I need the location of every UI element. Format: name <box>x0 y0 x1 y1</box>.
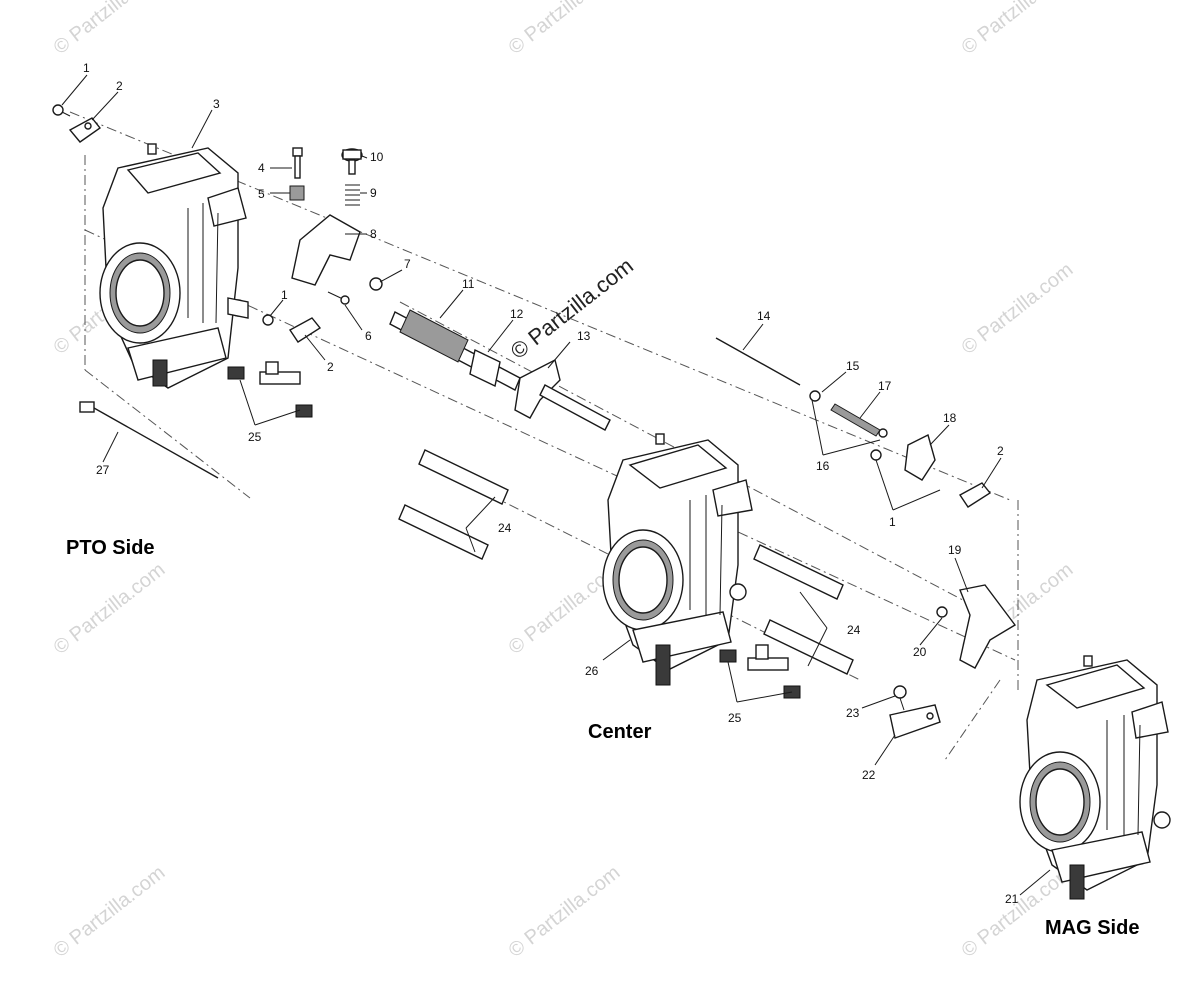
clip-part-2-right <box>958 482 992 508</box>
callout-number: 23 <box>846 706 860 720</box>
hose-part-24-left <box>398 449 509 560</box>
bolt-part-27 <box>79 401 219 479</box>
watermark: © Partzilla.com <box>958 0 1078 59</box>
callout-number: 25 <box>728 711 742 725</box>
spring-part-9 <box>345 184 360 206</box>
callout-number: 13 <box>577 329 591 343</box>
screw-part-10 <box>341 148 363 175</box>
callout-numbers: 1 2 3 4 5 10 9 8 7 1 6 2 11 12 13 25 27 … <box>83 61 1019 906</box>
callout-number: 2 <box>116 79 123 93</box>
hose-part-24-right <box>753 544 854 675</box>
callout-number: 7 <box>404 257 411 271</box>
callout-number: 4 <box>258 161 265 175</box>
callout-number: 9 <box>370 186 377 200</box>
carburetor-mag <box>1019 655 1171 900</box>
callout-number: 26 <box>585 664 599 678</box>
spring-part-5 <box>289 185 305 201</box>
callout-number: 12 <box>510 307 524 321</box>
bracket-part-18 <box>904 433 936 481</box>
callout-number: 16 <box>816 459 830 473</box>
collar-part-12 <box>469 348 501 388</box>
callout-number: 21 <box>1005 892 1019 906</box>
screw-part-23 <box>893 685 907 711</box>
bracket-part-19 <box>959 584 1017 669</box>
plate-part-22 <box>889 704 941 739</box>
leader-lines <box>61 74 1051 896</box>
callout-number: 14 <box>757 309 771 323</box>
callout-number: 19 <box>948 543 962 557</box>
clip-part-2-mid <box>288 317 322 343</box>
callout-number: 20 <box>913 645 927 659</box>
rod-part-14 <box>715 337 801 386</box>
fitting-part-25-center <box>719 644 801 699</box>
mag-side-label: MAG Side <box>1045 917 1139 939</box>
screw-part-20 <box>936 606 948 618</box>
screw-part-1 <box>52 104 71 117</box>
screw-part-1-right <box>870 449 882 461</box>
bracket-part-8 <box>291 214 361 286</box>
callout-number: 15 <box>846 359 860 373</box>
callout-number: 5 <box>258 187 265 201</box>
watermark: © Partzilla.com <box>50 862 170 962</box>
callout-number: 10 <box>370 150 384 164</box>
watermark: © Partzilla.com <box>505 862 625 962</box>
screw-part-7 <box>369 277 383 291</box>
screw-part-1-mid <box>262 314 274 326</box>
watermark: © Partzilla.com <box>50 559 170 659</box>
screw-part-4 <box>292 147 303 179</box>
clip-part-2 <box>68 117 102 143</box>
callout-number: 6 <box>365 329 372 343</box>
callout-number: 1 <box>83 61 90 75</box>
callout-number: 22 <box>862 768 876 782</box>
callout-number: 18 <box>943 411 957 425</box>
callout-number: 17 <box>878 379 892 393</box>
callout-number: 25 <box>248 430 262 444</box>
pin-part-6 <box>327 291 350 305</box>
carburetor-center <box>602 433 753 686</box>
pto-side-label: PTO Side <box>66 537 155 559</box>
spring-part-17 <box>830 403 888 438</box>
callout-number: 3 <box>213 97 220 111</box>
callout-number: 11 <box>462 277 475 291</box>
watermark: © Partzilla.com <box>958 862 1078 962</box>
callout-number: 2 <box>327 360 334 374</box>
center-label: Center <box>588 721 652 743</box>
callout-number: 1 <box>281 288 288 302</box>
carburetor-pto <box>99 143 249 389</box>
callout-number: 24 <box>498 521 512 535</box>
watermark: © Partzilla.com <box>958 259 1078 359</box>
fitting-part-25-pto <box>227 361 313 418</box>
shaft-part-11 <box>389 309 521 391</box>
watermark: © Partzilla.com <box>505 0 625 59</box>
ring-part-15 <box>809 390 821 402</box>
callout-number: 1 <box>889 515 896 529</box>
side-labels: PTO Side Center MAG Side <box>66 537 1139 939</box>
callout-number: 27 <box>96 463 110 477</box>
watermark-group: © Partzilla.com © Partzilla.com © Partzi… <box>50 0 1078 962</box>
watermark: © Partzilla.com <box>50 0 170 59</box>
watermark-center: © Partzilla.com <box>506 253 638 364</box>
callout-number: 2 <box>997 444 1004 458</box>
callout-number: 24 <box>847 623 861 637</box>
callout-number: 8 <box>370 227 377 241</box>
